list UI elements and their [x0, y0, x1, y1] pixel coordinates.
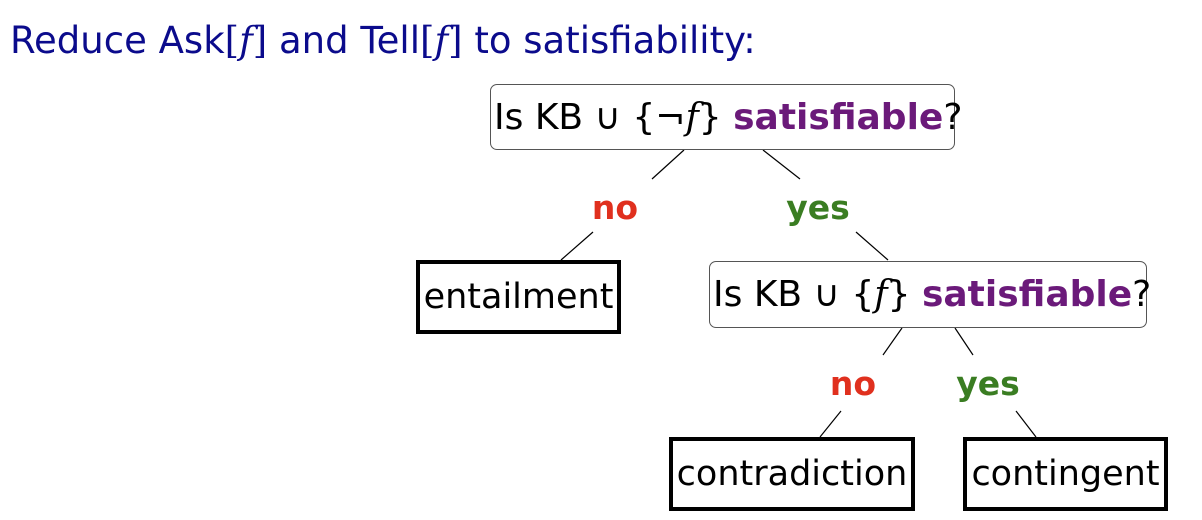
- leaf-entailment: entailment: [416, 260, 621, 334]
- question1-var: f: [685, 96, 699, 138]
- edge-no-to-contradiction: [819, 410, 842, 438]
- edge-label-no-2: no: [829, 364, 877, 403]
- leaf-contradiction: contradiction: [669, 437, 915, 511]
- question2-var: f: [874, 274, 888, 315]
- slide-heading: Reduce Ask[f] and Tell[f] to satisfiabil…: [10, 19, 756, 62]
- question1-close: }: [698, 96, 722, 138]
- heading-prefix: Reduce Ask: [10, 19, 225, 62]
- leaf-contingent: contingent: [963, 437, 1168, 511]
- heading-tell-arg: f: [434, 19, 449, 62]
- question2-prefix: Is KB ∪ {: [713, 274, 875, 315]
- question-box-2: Is KB ∪ {f} satisfiable?: [709, 261, 1151, 328]
- edge-label-yes-1: yes: [786, 188, 850, 227]
- question2-keyword: satisfiable: [921, 274, 1133, 315]
- question2-close: }: [887, 274, 911, 315]
- question-box-1: Is KB ∪ {¬f} satisfiable?: [490, 84, 962, 150]
- question1-end: ?: [943, 96, 963, 138]
- edge-q2-to-no: [882, 327, 903, 356]
- question2-end: ?: [1132, 274, 1152, 315]
- edge-yes-to-q2: [855, 231, 889, 261]
- edge-label-no-1: no: [591, 188, 639, 227]
- edge-no-to-entailment: [560, 231, 594, 261]
- edge-q2-to-yes: [954, 327, 974, 356]
- edge-q1-to-yes: [762, 149, 801, 180]
- edge-label-yes-2: yes: [956, 364, 1020, 403]
- heading-ask-arg: f: [239, 19, 253, 62]
- question1-prefix: Is KB ∪ {¬: [494, 96, 686, 138]
- edge-q1-to-no: [651, 149, 685, 180]
- heading-suffix: to satisfiability:: [462, 19, 756, 62]
- heading-middle: and Tell: [267, 19, 420, 62]
- question1-keyword: satisfiable: [733, 96, 944, 138]
- edge-yes-to-contingent: [1015, 410, 1037, 438]
